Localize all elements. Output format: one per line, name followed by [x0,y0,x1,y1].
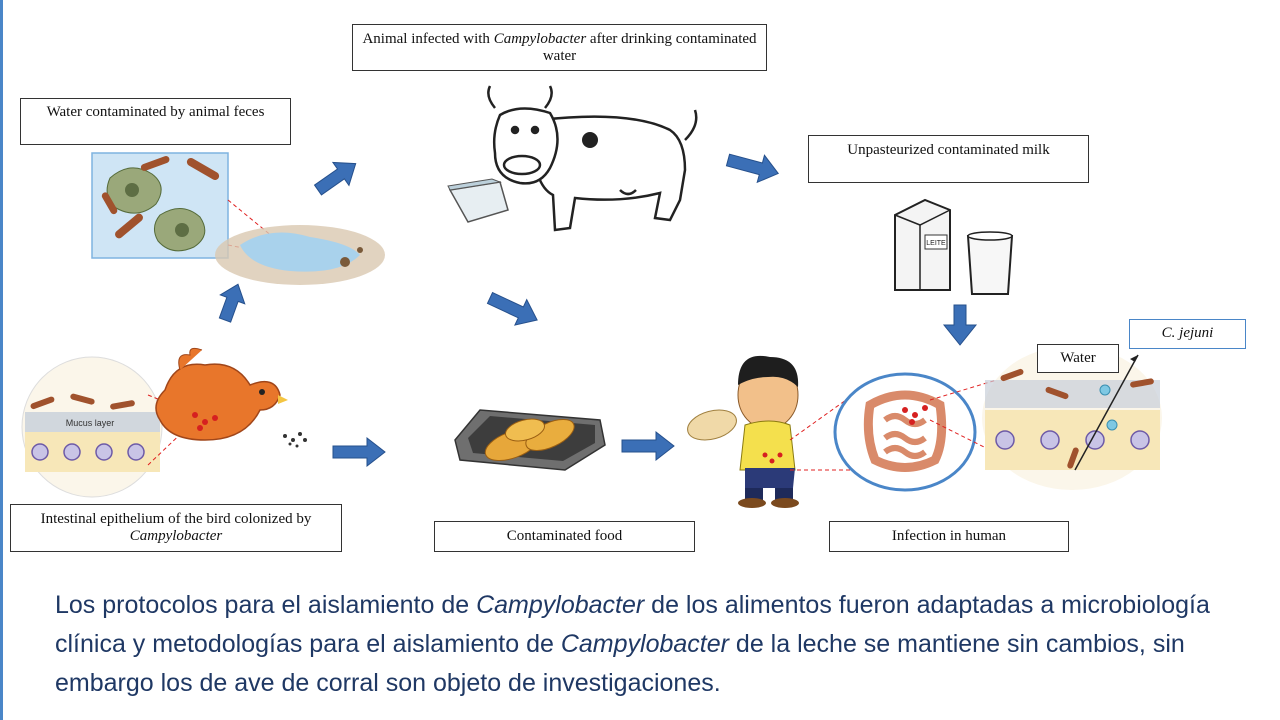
chicken-image [155,347,288,441]
bird-epithelium-image: Mucus layer [21,356,163,498]
label-intestinal-epithelium: Intestinal epithelium of the bird coloni… [10,504,342,552]
dashed-pointer [147,424,191,466]
arrow-to-cow [313,161,357,196]
puddle-image [215,225,385,285]
slide-edge-accent [0,0,3,720]
label-unpasteurized-milk: Unpasteurized contaminated milk [808,135,1089,183]
arrow-milk-down [942,304,978,346]
label-water-contaminated: Water contaminated by animal feces [20,98,291,145]
milk-carton-image: LEITE [894,198,951,291]
arrow-to-water [218,283,246,323]
label-contaminated-food: Contaminated food [434,521,695,552]
italic-campylobacter: Campylobacter [493,31,587,47]
leite-text: LEITE [926,240,946,247]
feces-image [283,432,307,448]
flow-arrows [218,153,978,468]
label-infection-human: Infection in human [829,521,1069,552]
contaminated-food-image [454,409,606,471]
label-c-jejuni: C. jejuni [1129,319,1246,349]
caption-text: Los protocolos para el aislamiento de Ca… [55,591,1210,697]
caption-italic: Campylobacter [476,591,645,619]
water-bucket-image [447,178,509,223]
arrow-bird-to-food [332,436,386,468]
bacteria-inset-image [91,152,229,259]
caption-italic: Campylobacter [560,630,729,658]
cow-image [487,85,698,232]
arrow-to-milk [725,153,780,184]
label-animal-infected: Animal infected with Campylobacter after… [352,24,767,71]
human-epithelium-image [982,346,1162,490]
mucus-layer-text: Mucus layer [66,418,115,428]
label-water-small: Water [1037,344,1119,373]
milk-glass-image [966,231,1014,295]
man-image [687,355,799,508]
arrow-food-to-human [621,430,675,462]
arrow-cow-to-food [486,291,538,326]
italic-campylobacter: Campylobacter [129,528,223,544]
intestine-image [833,372,977,492]
